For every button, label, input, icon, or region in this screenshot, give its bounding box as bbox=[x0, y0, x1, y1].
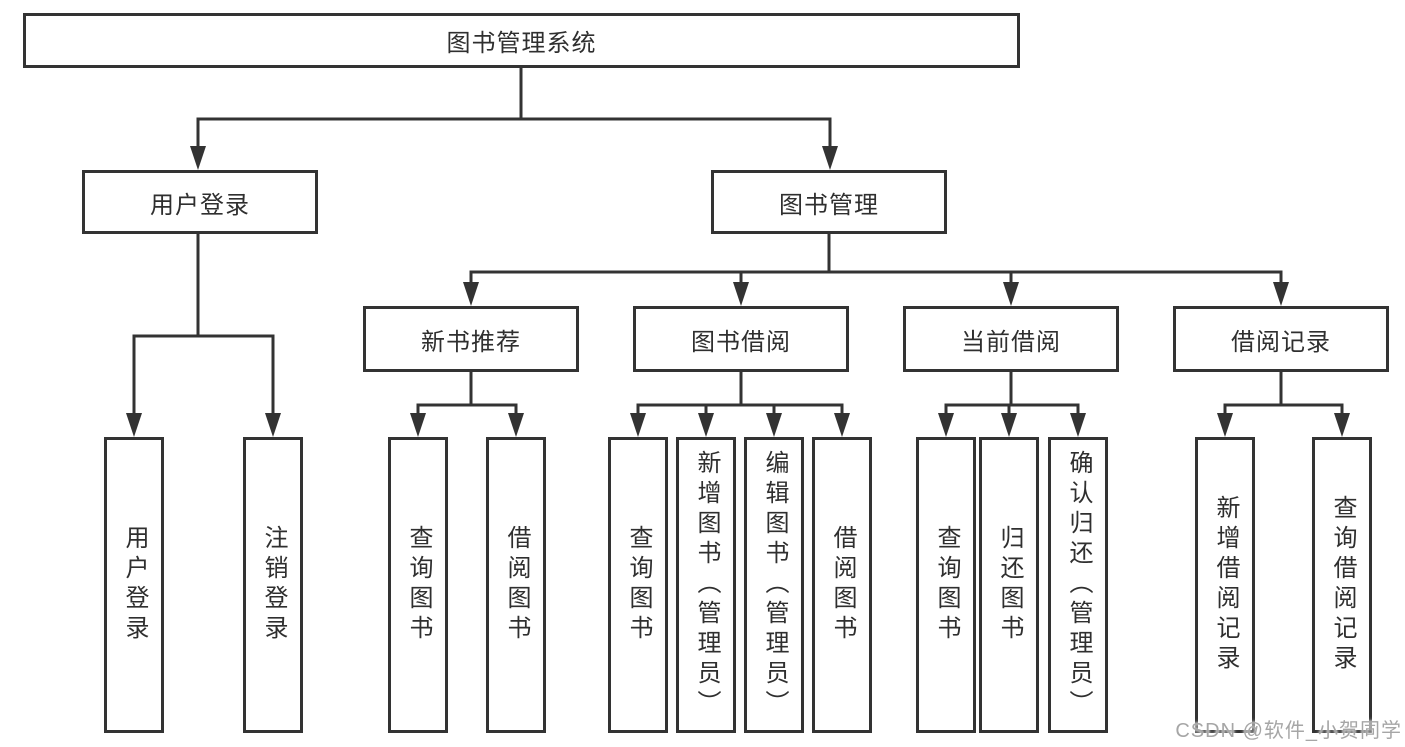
leaf-user-login: 用户登录 bbox=[104, 437, 164, 733]
leaf-borrow-add-books-admin: 新增图书（管理员） bbox=[676, 437, 736, 733]
leaf-records-query-record: 查询借阅记录 bbox=[1312, 437, 1372, 733]
leaf-current-return-books: 归还图书 bbox=[979, 437, 1039, 733]
leaf-borrow-query-books: 查询图书 bbox=[608, 437, 668, 733]
leaf-borrow-borrow-books: 借阅图书 bbox=[812, 437, 872, 733]
leaf-current-confirm-return-admin: 确认归还（管理员） bbox=[1048, 437, 1108, 733]
node-new-book-recommendation: 新书推荐 bbox=[363, 306, 579, 372]
node-current-borrowing: 当前借阅 bbox=[903, 306, 1119, 372]
csdn-watermark: CSDN @软件_小贺同学 bbox=[1175, 720, 1402, 742]
leaf-records-add-record: 新增借阅记录 bbox=[1195, 437, 1255, 733]
node-borrowing-records: 借阅记录 bbox=[1173, 306, 1389, 372]
node-user-login: 用户登录 bbox=[82, 170, 318, 234]
leaf-newbook-query-books: 查询图书 bbox=[388, 437, 448, 733]
node-book-borrowing: 图书借阅 bbox=[633, 306, 849, 372]
leaf-newbook-borrow-books: 借阅图书 bbox=[486, 437, 546, 733]
node-book-management: 图书管理 bbox=[711, 170, 947, 234]
leaf-borrow-edit-books-admin: 编辑图书（管理员） bbox=[744, 437, 804, 733]
leaf-logout: 注销登录 bbox=[243, 437, 303, 733]
node-library-management-system: 图书管理系统 bbox=[23, 13, 1020, 68]
leaf-current-query-books: 查询图书 bbox=[916, 437, 976, 733]
